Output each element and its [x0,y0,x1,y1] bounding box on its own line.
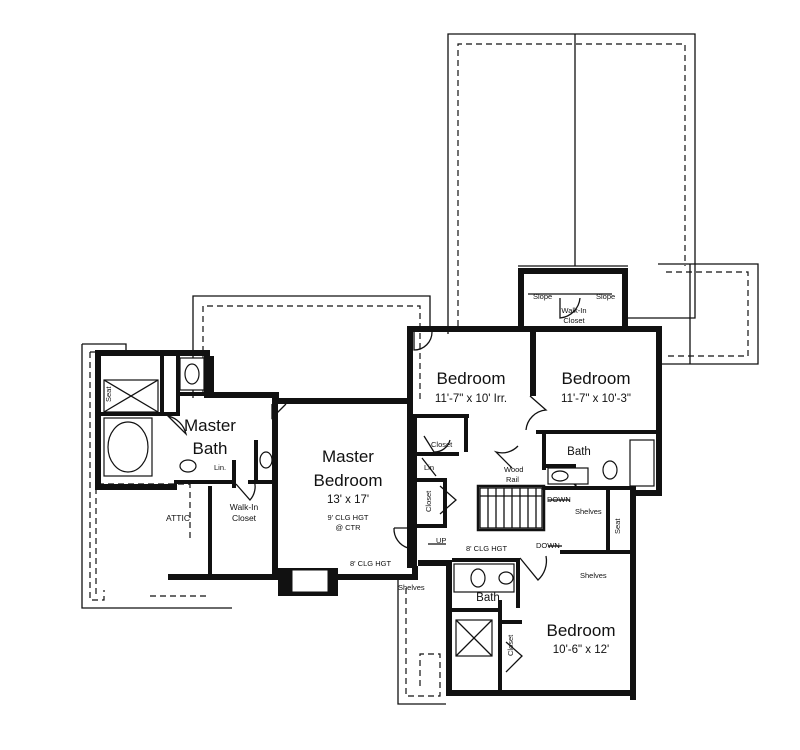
roof-outline-top [447,33,696,334]
up-label: UP [436,536,446,545]
slope-right-label: Slope [596,292,615,301]
seat-left-label: Seat [104,386,113,402]
walkin-closet-master-2: Closet [232,513,257,523]
hall-ceiling-label: 8' CLG HGT [466,544,507,553]
slope-left-label: Slope [533,292,552,301]
bedroom-3-dims: 11'-7" x 10'-3" [561,393,631,405]
walkin-closet-master-1: Walk-In [230,502,259,512]
shelves-label-3: Shelves [398,583,425,592]
interior-walls [101,356,656,690]
shelves-label-1: Shelves [575,507,602,516]
linen-hall-label: Lin [424,463,434,472]
master-bedroom-clg-1: 9' CLG HGT [327,513,368,522]
bedroom-2-dims: 11'-7" x 10' Irr. [435,393,507,405]
master-ceiling-label: 8' CLG HGT [350,559,391,568]
master-bath-label-2: Bath [193,439,228,458]
bath-lower-label: Bath [476,592,500,604]
down-label-2: DOWN [536,541,560,550]
master-bath-label-1: Master [184,416,236,435]
roof-outline-bottom [397,580,446,705]
closet-hall-label: Closet [424,490,433,512]
roof-outline-right [658,263,759,365]
bedroom-4-label: Bedroom [547,621,616,640]
walkin-closet-top-2: Closet [563,316,585,325]
shelves-label-2: Shelves [580,571,607,580]
attic-label: ATTIC [166,513,190,523]
master-bedroom-label-1: Master [322,447,374,466]
seat-right-label: Seat [613,518,622,534]
roof-outline-porch [192,295,431,400]
linen-master-label: Lin. [214,463,226,472]
master-bedroom-clg-2: @ CTR [335,523,361,532]
walkin-closet-top-1: Walk-In [561,306,586,315]
closet-bed4-label: Closet [506,634,515,656]
fixtures [103,293,655,657]
bedroom-3-label: Bedroom [562,369,631,388]
bedroom-4-dims: 10'-6" x 12' [553,644,609,656]
down-label-1: DOWN [547,495,571,504]
closet-bed2-label: Closet [431,440,453,449]
annotation-labels: Seat Seat Lin. Lin Closet Closet Closet … [104,292,622,656]
door-swings [165,297,581,673]
bedroom-2-label: Bedroom [437,369,506,388]
exterior-walls [95,268,662,700]
wood-rail-label-2: Rail [506,475,519,484]
wood-rail-label-1: Wood [504,465,523,474]
master-bedroom-label-2: Bedroom [314,471,383,490]
staircase [428,484,570,547]
bath-upper-label: Bath [567,446,591,458]
room-labels: Master Bath Master Bedroom 13' x 17' 9' … [166,306,631,656]
master-bedroom-dims: 13' x 17' [327,494,369,506]
